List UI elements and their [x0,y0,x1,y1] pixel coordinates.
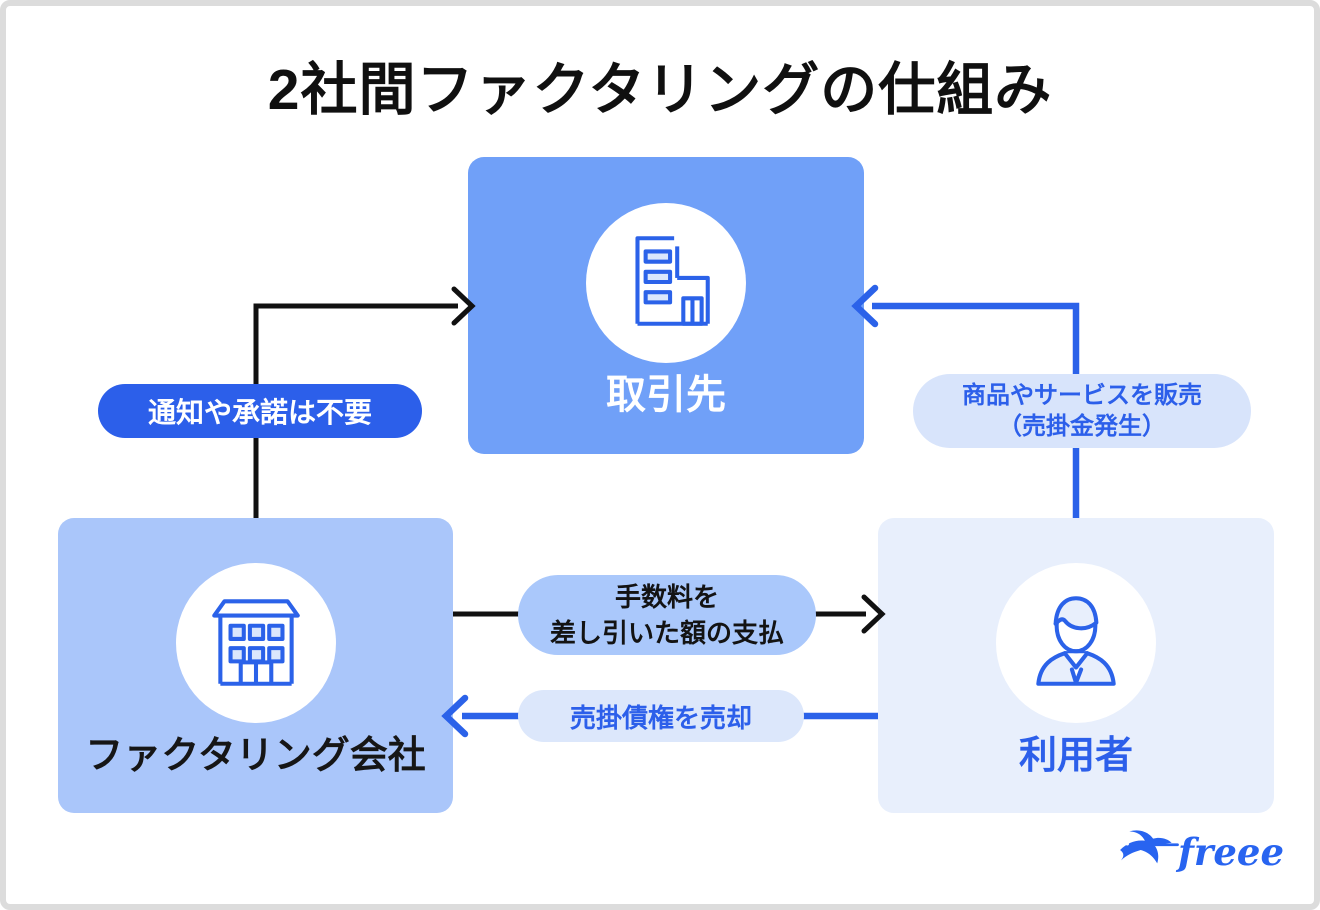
notice-pill: 通知や承諾は不要 [98,384,422,438]
person-icon [1020,585,1132,702]
office-building-icon [610,225,722,342]
receivable-pill-text: 売掛債権を売却 [569,702,752,733]
user-label: 利用者 [1018,735,1133,777]
payment-pill-line2: 差し引いた額の支払 [549,618,784,648]
company-building-icon [200,585,312,702]
notice-pill-text: 通知や承諾は不要 [147,397,372,428]
payment-pill-line1: 手数料を [614,582,719,612]
company-building-icon-circle [176,563,336,723]
sale-pill-line2: （売掛金発生） [998,413,1166,440]
freee-logo-text: freee [1177,830,1284,874]
receivable-pill: 売掛債権を売却 [518,690,804,742]
freee-logo: freee [1117,827,1284,878]
diagram-title: 2社間ファクタリングの仕組み [267,58,1053,122]
payment-pill: 手数料を 差し引いた額の支払 [518,575,816,655]
sale-pill-line1: 商品やサービスを販売 [962,382,1202,409]
factoring-company-label: ファクタリング会社 [85,735,426,777]
partner-label: 取引先 [606,373,726,417]
swallow-icon [1117,827,1183,878]
user-icon-circle [996,563,1156,723]
partner-icon-circle [586,203,746,363]
sale-pill: 商品やサービスを販売 （売掛金発生） [913,374,1251,448]
